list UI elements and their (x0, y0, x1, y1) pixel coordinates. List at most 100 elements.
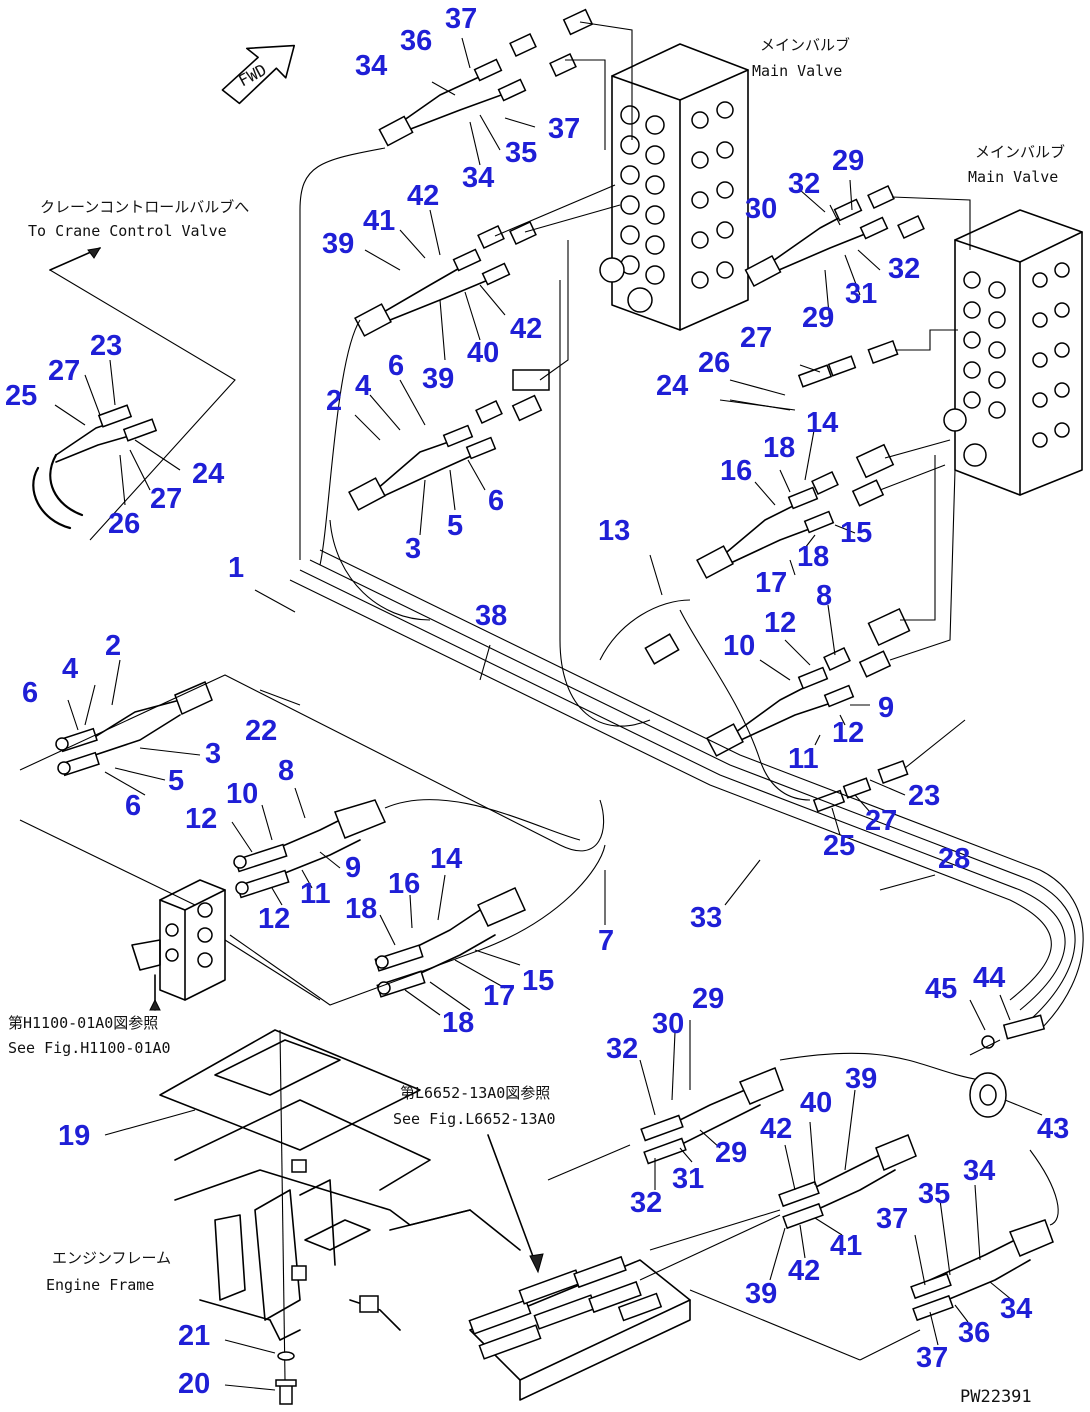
callout-12: 12 (258, 903, 290, 935)
callout-33: 33 (690, 902, 722, 934)
hose-assembly-34-37-top (378, 8, 633, 150)
callout-27: 27 (740, 322, 772, 354)
callout-29: 29 (832, 145, 864, 177)
callout-41: 41 (363, 205, 395, 237)
callout-40: 40 (800, 1087, 832, 1119)
callout-16: 16 (388, 868, 420, 900)
floor-plate (159, 1029, 521, 1405)
callout-15: 15 (840, 517, 872, 549)
fig-l6652-en: See Fig.L6652-13A0 (393, 1110, 556, 1128)
callout-18: 18 (442, 1007, 474, 1039)
tubes-main-bundle (289, 147, 1084, 1031)
l6652-arrow-icon (487, 1134, 544, 1274)
callout-40: 40 (467, 337, 499, 369)
hose-assembly-23-27-right (812, 719, 966, 813)
main-valve-top-jp: メインバルブ (760, 36, 850, 54)
hose-7-22-loop (19, 674, 606, 1006)
hose-assembly-8-12-right (706, 455, 956, 757)
callout-12: 12 (185, 803, 217, 835)
callout-5: 5 (168, 765, 184, 797)
callout-numbers: 37 36 34 37 35 34 42 41 39 42 40 39 6 4 … (5, 3, 1069, 1400)
callout-15: 15 (522, 965, 554, 997)
callout-39: 39 (745, 1278, 777, 1310)
callout-32: 32 (630, 1187, 662, 1219)
callout-4: 4 (62, 653, 78, 685)
callout-25: 25 (5, 380, 37, 412)
callout-28: 28 (938, 843, 970, 875)
callout-11: 11 (300, 878, 331, 910)
hose-assembly-24-27-right (719, 329, 958, 411)
callout-3: 3 (205, 738, 221, 770)
main-valve-top-en: Main Valve (752, 62, 842, 80)
callout-16: 16 (720, 455, 752, 487)
callout-5: 5 (447, 510, 463, 542)
callout-43: 43 (1037, 1113, 1069, 1145)
control-valve-bottom (468, 1214, 861, 1401)
callout-42: 42 (407, 180, 439, 212)
callout-36: 36 (400, 25, 432, 57)
callout-18: 18 (345, 893, 377, 925)
callout-19: 19 (58, 1120, 90, 1152)
callout-32: 32 (888, 253, 920, 285)
hose-assembly-14-18-left (374, 887, 526, 998)
manifold-block-left (131, 879, 226, 1011)
callout-34: 34 (462, 162, 494, 194)
callout-8: 8 (816, 580, 832, 612)
callout-18: 18 (797, 541, 829, 573)
callout-9: 9 (878, 692, 894, 724)
callout-27: 27 (48, 355, 80, 387)
hose-assembly-39-42-upper (354, 184, 621, 337)
clamp-assembly (969, 1014, 1046, 1118)
main-valve-top (599, 43, 749, 331)
callout-42: 42 (510, 313, 542, 345)
hose-assembly-34-37-bottom (859, 1149, 1059, 1361)
main-valve-right-en: Main Valve (968, 168, 1058, 186)
main-valve-right-ports (943, 262, 1070, 467)
hose-assembly-29-32-bottom (547, 1052, 981, 1181)
callout-37: 37 (548, 113, 580, 145)
callout-30: 30 (745, 193, 777, 225)
callout-42: 42 (788, 1255, 820, 1287)
callout-1: 1 (228, 552, 244, 584)
callout-6: 6 (488, 485, 504, 517)
callout-35: 35 (918, 1178, 950, 1210)
drawing-code: PW22391 (960, 1387, 1032, 1407)
callout-37: 37 (876, 1203, 908, 1235)
callout-12: 12 (832, 717, 864, 749)
callout-25: 25 (823, 830, 855, 862)
callout-2: 2 (326, 385, 342, 417)
callout-10: 10 (723, 630, 755, 662)
fig-l6652-jp: 第L6652-13A0図参照 (400, 1084, 550, 1102)
callout-12: 12 (764, 607, 796, 639)
fig-h1100-jp: 第H1100-01A0図参照 (8, 1014, 158, 1032)
callout-10: 10 (226, 778, 258, 810)
hose-13 (599, 599, 811, 801)
callout-38: 38 (475, 600, 507, 632)
callout-34: 34 (355, 50, 387, 82)
callout-32: 32 (788, 168, 820, 200)
callout-39: 39 (845, 1063, 877, 1095)
callout-2: 2 (105, 630, 121, 662)
callout-44: 44 (973, 962, 1005, 994)
callout-6: 6 (388, 350, 404, 382)
callout-6: 6 (125, 790, 141, 822)
hose-assembly-crane (32, 269, 236, 541)
callout-6: 6 (22, 677, 38, 709)
crane-arrow-icon (49, 247, 101, 271)
callout-17: 17 (755, 567, 787, 599)
callout-29: 29 (692, 983, 724, 1015)
callout-34: 34 (1000, 1293, 1032, 1325)
callout-17: 17 (483, 980, 515, 1012)
callout-31: 31 (845, 278, 877, 310)
callout-39: 39 (422, 363, 454, 395)
callout-36: 36 (958, 1317, 990, 1349)
callout-37: 37 (445, 3, 477, 35)
hose-assembly-2-6-left (55, 681, 213, 777)
main-valve-right-jp: メインバルブ (975, 143, 1065, 161)
callout-13: 13 (598, 515, 630, 547)
fig-h1100-en: See Fig.H1100-01A0 (8, 1039, 171, 1057)
callout-23: 23 (908, 780, 940, 812)
callout-24: 24 (656, 370, 688, 402)
callout-29: 29 (802, 302, 834, 334)
